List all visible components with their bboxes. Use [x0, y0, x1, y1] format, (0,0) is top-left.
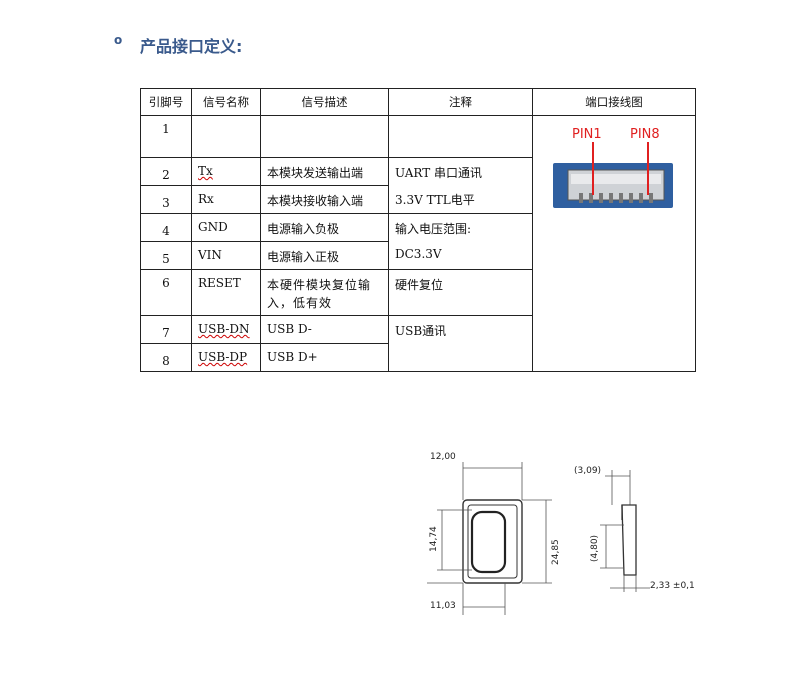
dim-width: 12,00 [430, 452, 456, 462]
sensor-window [470, 510, 507, 574]
signal-name: Tx [191, 157, 261, 186]
bullet-icon: o [114, 33, 123, 47]
pin-number: 6 [140, 269, 192, 316]
table-row: 4 GND 电源输入负极 输入电压范围: DC3.3V [140, 213, 696, 270]
note-cell [388, 115, 533, 158]
signal-description [260, 115, 389, 158]
note-uart: UART 串口通讯 3.3V TTL电平 [388, 157, 533, 214]
header-connector: 端口接线图 [532, 88, 696, 116]
dim-window-height: 14,74 [429, 526, 439, 552]
table-row: 1 [140, 115, 696, 372]
pin-number: 4 [140, 213, 192, 242]
pin-number: 2 [140, 157, 192, 186]
front-view-drawing [427, 462, 552, 615]
dim-bottom: 11,03 [430, 601, 456, 611]
signal-description: 本硬件模块复位输入，低有效 [260, 269, 389, 316]
dim-total-height: 24,85 [551, 539, 561, 565]
pin-number: 8 [140, 343, 192, 372]
signal-name: USB-DN [191, 315, 261, 344]
header-signal: 信号名称 [191, 88, 261, 116]
sensor-outline [462, 499, 523, 584]
signal-description: 本模块接收输入端 [260, 185, 389, 214]
signal-name: GND [191, 213, 261, 242]
side-view-drawing [600, 470, 650, 592]
signal-name [191, 115, 261, 158]
pin-definition-table: 引脚号 信号名称 信号描述 注释 端口接线图 1 2 Tx 本模块发送输出端 U… [140, 88, 696, 372]
header-description: 信号描述 [260, 88, 389, 116]
side-view-dimensions: (3,09) (4,80) 2,33 ±0,1 [574, 466, 695, 591]
pin-number: 5 [140, 241, 192, 270]
signal-name: Rx [191, 185, 261, 214]
header-notes: 注释 [388, 88, 533, 116]
signal-description: USB D+ [260, 343, 389, 372]
signal-description: USB D- [260, 315, 389, 344]
dim-top: (3,09) [574, 466, 601, 476]
pin-number: 7 [140, 315, 192, 344]
signal-name: RESET [191, 269, 261, 316]
table-header-row: 引脚号 信号名称 信号描述 注释 端口接线图 [140, 88, 696, 116]
pin-number: 3 [140, 185, 192, 214]
note-usb: USB通讯 [388, 315, 533, 372]
signal-description: 电源输入正极 [260, 241, 389, 270]
signal-description: 电源输入负极 [260, 213, 389, 242]
signal-name: VIN [191, 241, 261, 270]
signal-description: 本模块发送输出端 [260, 157, 389, 186]
dim-thickness: 2,33 ±0,1 [650, 581, 695, 591]
side-profile [621, 504, 637, 576]
table-row: 8 USB-DP USB D+ [140, 343, 696, 372]
header-pin: 引脚号 [140, 88, 192, 116]
table-row: 7 USB-DN USB D- USB通讯 [140, 315, 696, 372]
front-view-dimensions: 12,00 14,74 24,85 11,03 [429, 452, 561, 611]
note-power: 输入电压范围: DC3.3V [388, 213, 533, 270]
table-row: 6 RESET 本硬件模块复位输入，低有效 硬件复位 [140, 269, 696, 316]
pin-number: 1 [140, 115, 192, 158]
table-row: 3 Rx 本模块接收输入端 [140, 185, 696, 214]
signal-name: USB-DP [191, 343, 261, 372]
note-reset: 硬件复位 [388, 269, 533, 316]
section-title: 产品接口定义: [140, 37, 243, 56]
dim-mid: (4,80) [590, 535, 600, 562]
connector-diagram-cell [532, 115, 696, 372]
section-heading: o 产品接口定义: [114, 33, 243, 57]
